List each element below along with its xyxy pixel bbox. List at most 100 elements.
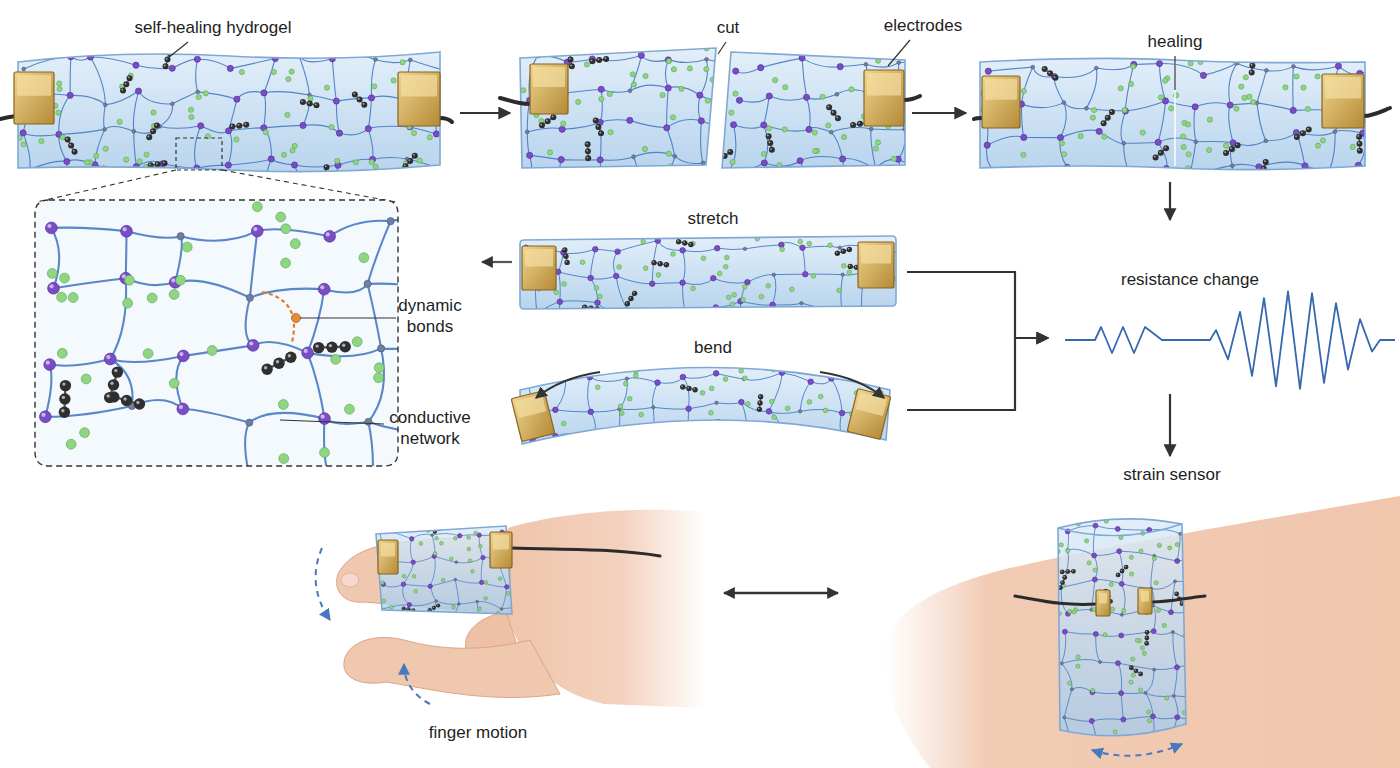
crosslink-node — [1121, 717, 1126, 722]
ion-dot — [239, 69, 244, 74]
cable — [974, 118, 982, 119]
polymer-chain — [1173, 632, 1177, 667]
polymer-chain — [196, 59, 198, 92]
particle-highlight — [166, 58, 168, 60]
ion-dot — [1113, 730, 1117, 734]
ion-dot — [1076, 664, 1080, 668]
polymer-chain — [501, 607, 526, 609]
polymer-chain — [839, 337, 871, 344]
crosslink-node — [900, 275, 906, 281]
ion-dot — [766, 283, 771, 288]
filler-particle — [285, 352, 296, 363]
polymer-chain — [452, 226, 459, 299]
crosslink-node — [234, 96, 240, 102]
polymer-chain — [1094, 551, 1119, 555]
polymer-chain — [924, 445, 933, 475]
polymer-chain — [338, 159, 373, 165]
polymer-chain — [466, 98, 478, 139]
polymer-chain — [403, 584, 430, 586]
crosslink-node — [523, 334, 529, 340]
filler-particle — [585, 148, 591, 154]
crosslink-node — [737, 468, 743, 474]
ion-dot — [725, 255, 730, 260]
ion-dot — [687, 66, 692, 71]
polymer-chain — [839, 198, 870, 202]
ion-dot — [1122, 108, 1127, 113]
filler-particle — [758, 394, 763, 399]
conductive-filler — [680, 384, 698, 392]
crosslink-node — [806, 126, 812, 132]
electrode-face — [985, 79, 1017, 100]
ion-dot — [169, 378, 179, 388]
polymer-chain — [126, 469, 189, 477]
polymer-chain — [526, 155, 532, 201]
crosslink-node — [324, 230, 336, 242]
crosslink-node — [1333, 130, 1337, 134]
ion-dot — [1103, 633, 1107, 637]
polymer-chain — [409, 601, 436, 606]
particle-highlight — [1110, 110, 1112, 112]
crosslink-node — [1131, 177, 1137, 183]
polymer-chain — [1338, 200, 1368, 210]
crosslink-node — [524, 605, 528, 609]
crosslink-node — [803, 94, 809, 100]
polymer-chain — [683, 377, 689, 409]
ion-dot — [1154, 581, 1158, 585]
particle-highlight — [594, 119, 596, 121]
crosslink-node — [858, 311, 864, 317]
particle-highlight — [772, 437, 774, 439]
crosslink-node — [802, 432, 808, 438]
particle-highlight — [681, 386, 683, 388]
polymer-chain — [1257, 199, 1290, 212]
leader-line — [718, 42, 726, 54]
particle-highlight — [827, 106, 829, 108]
polymer-chain — [1021, 67, 1032, 104]
polymer-chain — [459, 602, 477, 604]
crosslink-node — [627, 117, 633, 123]
crosslink-node — [942, 91, 946, 95]
ion-dot — [1162, 623, 1166, 627]
polymer-chain — [802, 192, 839, 198]
polymer-chain — [435, 196, 477, 202]
ion-dot — [847, 270, 852, 275]
ion-dot — [1131, 673, 1135, 677]
filler-particle — [273, 358, 284, 369]
particle-highlight — [563, 248, 565, 250]
polymer-chain — [775, 434, 782, 474]
polymer-chain — [899, 62, 934, 66]
crosslink-node — [477, 167, 481, 171]
ion-dot — [742, 285, 747, 290]
polymer-chain — [405, 625, 428, 628]
polymer-chain — [667, 119, 702, 127]
polymer-chain — [662, 156, 675, 199]
gel-network — [524, 366, 936, 479]
particle-highlight — [136, 401, 139, 404]
crosslink-node — [1397, 129, 1400, 135]
electrode-block — [522, 246, 556, 290]
node-highlight — [321, 415, 325, 419]
polymer-chain — [652, 283, 682, 284]
crosslink-node — [1201, 586, 1206, 591]
gel-body — [520, 48, 716, 168]
electrode — [982, 76, 1020, 128]
crosslink-node — [680, 280, 686, 286]
ion-dot — [618, 404, 623, 409]
crosslink-node — [1122, 108, 1128, 114]
crosslink-node — [368, 95, 374, 101]
leader-line — [300, 317, 396, 318]
particle-highlight — [442, 525, 443, 526]
crosslink-node — [1194, 140, 1198, 144]
gel-network — [523, 236, 935, 346]
electrode-block — [490, 532, 512, 568]
filler-particle — [1042, 66, 1048, 72]
particle-highlight — [689, 243, 691, 245]
polymer-chain — [739, 96, 769, 102]
crosslink-node — [1151, 739, 1156, 744]
particle-highlight — [1102, 122, 1104, 124]
particle-highlight — [1357, 135, 1359, 137]
ion-dot — [1158, 95, 1163, 100]
crosslink-node — [177, 350, 189, 362]
particle-highlight — [769, 141, 771, 143]
particle-highlight — [683, 242, 685, 244]
polymer-chain — [1363, 129, 1400, 133]
